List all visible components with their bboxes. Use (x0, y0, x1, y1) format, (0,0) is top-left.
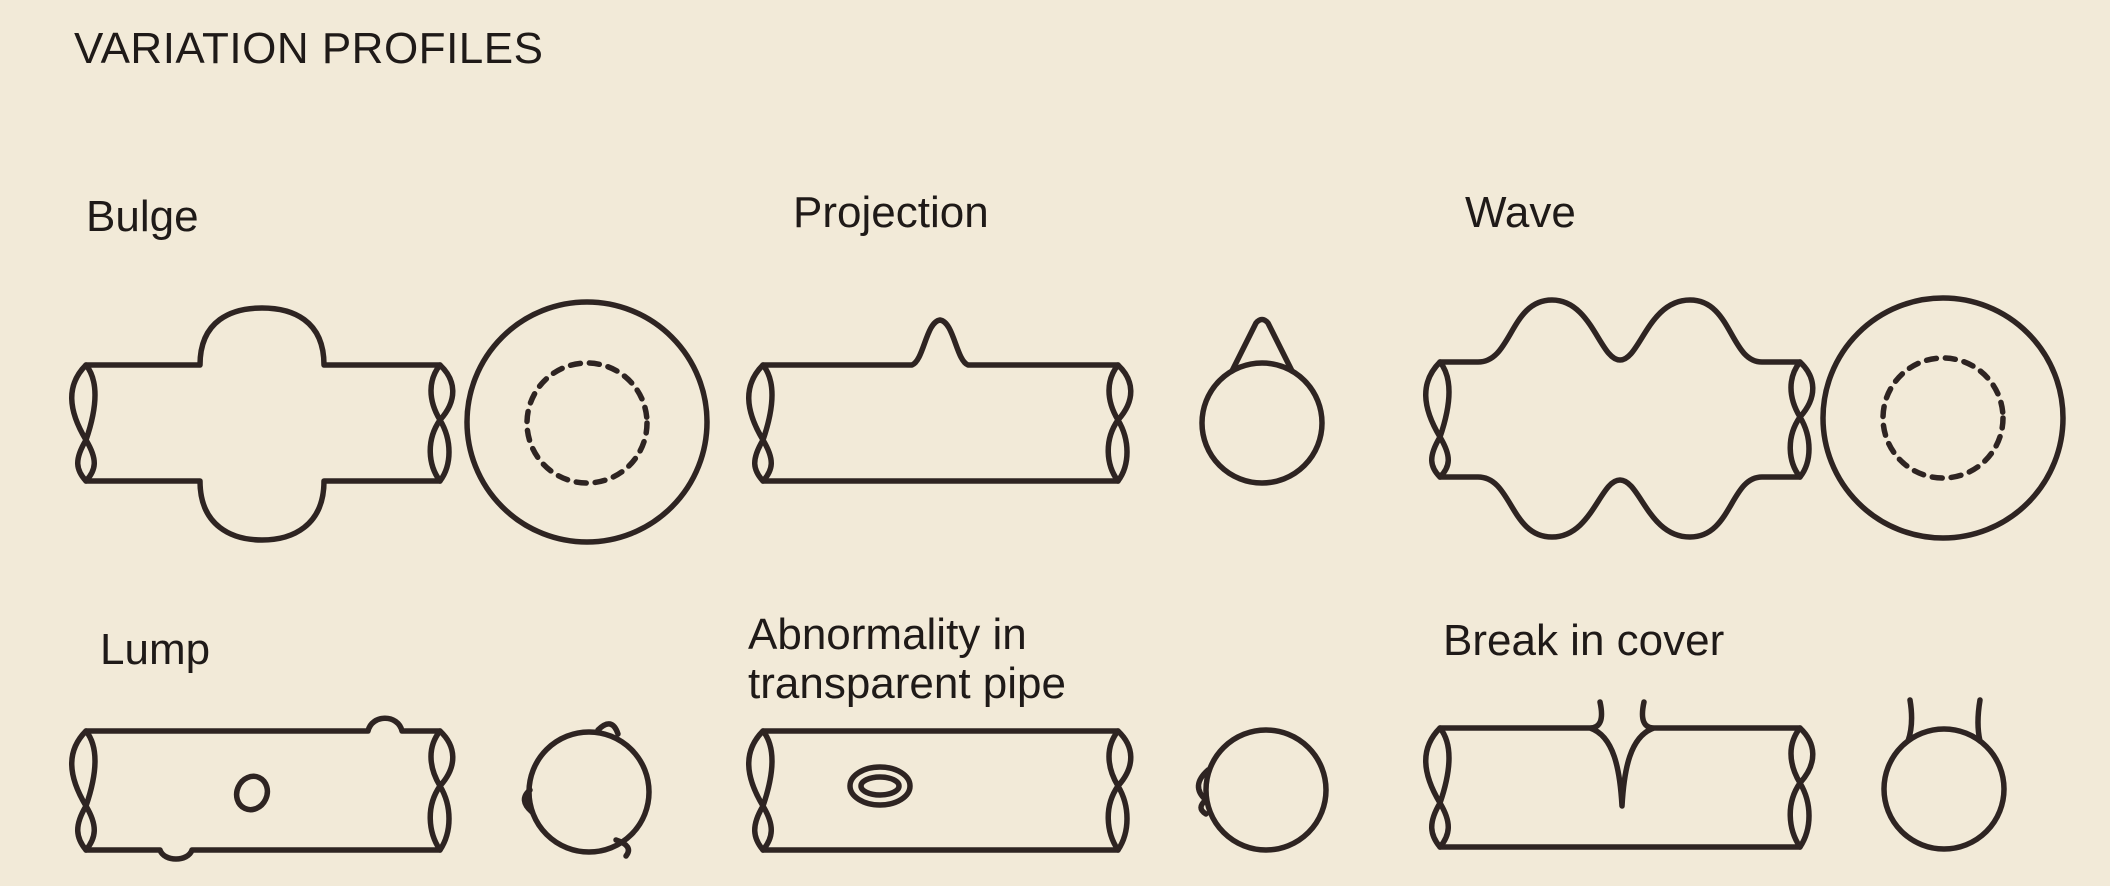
break-right-flap (1975, 697, 1983, 744)
break-right-break (1787, 725, 1816, 850)
abnormality-edge-mark (1195, 767, 1211, 817)
projection-cross-section (1199, 316, 1325, 486)
bulge-right-break (427, 362, 456, 484)
break-pipe-outline (1437, 699, 1803, 850)
bulge-cross-section (464, 299, 710, 545)
wave-right-break (1787, 359, 1816, 480)
wave-pipe-outline (1437, 297, 1803, 540)
bulge-inner-dashed-circle (524, 360, 650, 486)
projection-side-view (746, 317, 1134, 484)
break-left-flap (1905, 697, 1915, 744)
wave-side-view (1423, 297, 1816, 540)
abnormality-circle (1203, 727, 1329, 853)
lump-surface-spot (233, 773, 271, 813)
bulge-outer-circle (464, 299, 710, 545)
bulge-label: Bulge (86, 192, 199, 241)
break-in-cover-side-view (1423, 699, 1816, 850)
bulge-side-view (69, 305, 456, 543)
break-in-cover-cross-section (1881, 697, 2007, 852)
break-circle (1881, 726, 2007, 852)
abnormality-inner-ring-inner (858, 774, 902, 798)
wave-left-break (1423, 359, 1452, 480)
lump-cross-section (521, 721, 652, 859)
lump-label: Lump (100, 625, 211, 674)
abnormality-label: Abnormality in transparent pipe (748, 610, 1066, 709)
page-title: VARIATION PROFILES (74, 24, 544, 73)
bulge-pipe-outline (83, 305, 443, 543)
abnormality-cross-section (1195, 727, 1329, 853)
lump-side-view (69, 715, 456, 862)
lump-pipe-outline (83, 715, 443, 862)
lump-nodule-top (595, 721, 621, 737)
bulge-left-break (69, 362, 98, 484)
abnormality-inner-ring-outer (847, 764, 913, 808)
lump-left-break (69, 728, 98, 853)
wave-outer-circle (1820, 295, 2066, 541)
lump-nodule-bottom (613, 837, 632, 859)
abnormality-label-line2: transparent pipe (748, 659, 1066, 709)
lump-circle (526, 729, 652, 855)
projection-circle (1199, 360, 1325, 486)
abnormality-side-view (746, 728, 1134, 853)
lump-right-break (427, 728, 456, 853)
wave-inner-dashed-circle (1880, 355, 2006, 481)
wave-label: Wave (1465, 188, 1576, 237)
projection-label: Projection (793, 188, 989, 237)
projection-left-break (746, 362, 775, 484)
wave-cross-section (1820, 295, 2066, 541)
projection-tip (1229, 316, 1295, 374)
break-left-break (1423, 725, 1452, 850)
abnormality-label-line1: Abnormality in (748, 610, 1027, 659)
break-in-cover-label: Break in cover (1443, 616, 1725, 665)
projection-right-break (1105, 362, 1134, 484)
abnormality-left-break (746, 728, 775, 853)
lump-nodule-left (521, 787, 535, 815)
projection-pipe-outline (760, 317, 1121, 484)
abnormality-pipe-outline (760, 728, 1121, 853)
abnormality-right-break (1105, 728, 1134, 853)
